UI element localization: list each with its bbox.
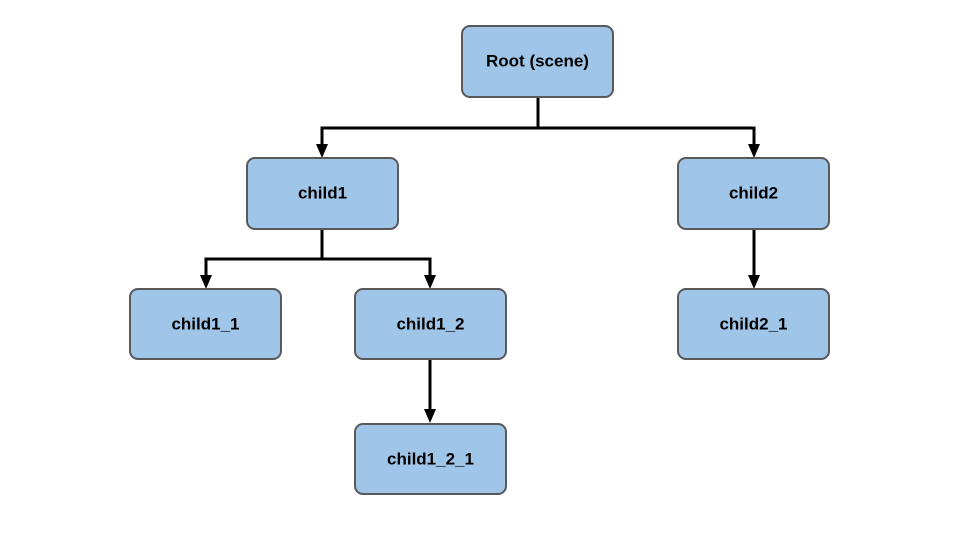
edge-root-child2 <box>538 126 756 146</box>
arrowhead-child2 <box>748 144 760 158</box>
node-root[interactable]: Root (scene) <box>461 25 614 98</box>
arrowhead-child1_2_1 <box>424 409 436 423</box>
node-child2_1[interactable]: child2_1 <box>677 288 830 360</box>
node-child1_1-box <box>129 288 282 360</box>
arrowhead-child2_1 <box>748 275 760 289</box>
node-child1_2_1[interactable]: child1_2_1 <box>354 423 507 495</box>
node-child1_2_1-box <box>354 423 507 495</box>
arrowhead-child1_1 <box>200 275 212 289</box>
node-child1_2[interactable]: child1_2 <box>354 288 507 360</box>
node-child1_2-label: child1_2 <box>396 314 464 333</box>
node-root-label: Root (scene) <box>486 51 589 70</box>
node-child1-box <box>246 157 399 230</box>
edge-child1-child1_1 <box>204 257 322 277</box>
node-child2-box <box>677 157 830 230</box>
node-child2_1-box <box>677 288 830 360</box>
edges <box>200 98 760 423</box>
node-child2[interactable]: child2 <box>677 157 830 230</box>
node-child1-label: child1 <box>298 183 347 202</box>
node-child1_1-label: child1_1 <box>171 314 239 333</box>
node-child2_1-label: child2_1 <box>719 314 787 333</box>
node-child1_2_1-label: child1_2_1 <box>387 449 474 468</box>
node-child2-label: child2 <box>729 183 778 202</box>
edge-child1-child1_2 <box>322 257 432 277</box>
node-child1_2-box <box>354 288 507 360</box>
arrowhead-child1 <box>316 144 328 158</box>
node-child1_1[interactable]: child1_1 <box>129 288 282 360</box>
arrowhead-child1_2 <box>424 275 436 289</box>
node-root-box <box>461 25 614 98</box>
node-child1[interactable]: child1 <box>246 157 399 230</box>
edge-root-child1 <box>320 126 538 146</box>
